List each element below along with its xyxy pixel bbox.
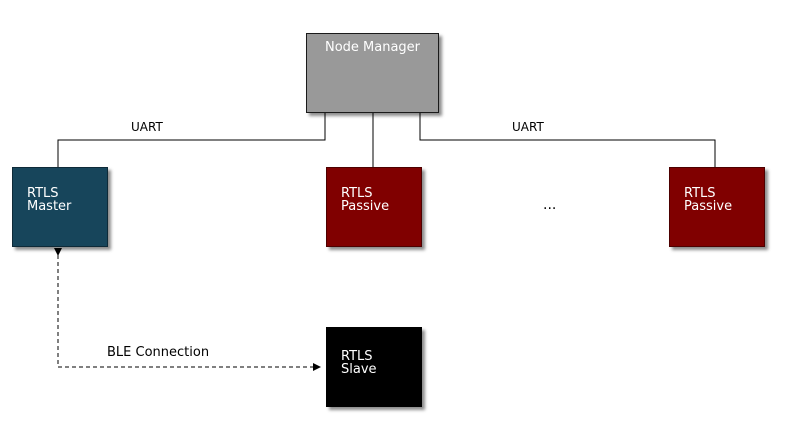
rtls-master-label-line1: RTLS xyxy=(27,186,59,201)
node-manager-box: Node Manager xyxy=(306,33,439,113)
ble-connection-label: BLE Connection xyxy=(107,345,210,360)
rtls-slave-box: RTLS Slave xyxy=(326,327,422,407)
ble-connection-link xyxy=(54,248,321,371)
rtls-passive-box-2: RTLS Passive xyxy=(669,167,765,247)
rtls-passive-1-label-line2: Passive xyxy=(341,199,390,214)
rtls-master-box: RTLS Master xyxy=(12,167,108,247)
rtls-slave-label-line2: Slave xyxy=(341,362,377,377)
rtls-passive-2-label-line2: Passive xyxy=(684,199,733,214)
uart-label-left: UART xyxy=(131,120,163,134)
rtls-master-label-line2: Master xyxy=(27,199,72,214)
rtls-passive-1-label-line1: RTLS xyxy=(341,186,373,201)
more-nodes-ellipsis: ... xyxy=(543,197,557,213)
node-manager-label: Node Manager xyxy=(324,40,421,55)
rtls-passive-2-label-line1: RTLS xyxy=(684,186,716,201)
uart-link-master xyxy=(57,113,326,167)
uart-link-passive-2 xyxy=(419,113,716,167)
rtls-slave-label-line1: RTLS xyxy=(341,349,373,364)
rtls-passive-box-1: RTLS Passive xyxy=(326,167,422,247)
uart-label-right: UART xyxy=(512,120,544,134)
